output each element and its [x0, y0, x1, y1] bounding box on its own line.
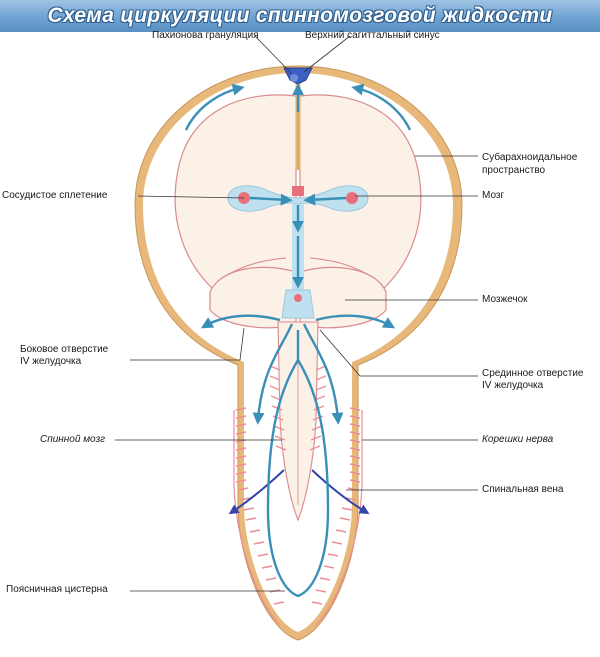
label-arachnoid-granulation: Пахионова грануляция	[152, 30, 259, 41]
choroid-plexus-third	[292, 186, 304, 196]
label-median-aperture-line2: IV желудочка	[482, 380, 544, 391]
nerve-roots-left	[233, 407, 285, 626]
title-bar	[0, 0, 600, 32]
label-lateral-aperture-line2: IV желудочка	[20, 356, 82, 367]
label-lateral-aperture-line1: Боковое отверстие	[20, 344, 109, 355]
label-nerve-roots: Корешки нерва	[482, 434, 554, 445]
spinal-vein-left	[228, 469, 285, 515]
choroid-plexus-fourth	[294, 294, 302, 302]
label-lumbar-cistern: Поясничная цистерна	[6, 584, 108, 595]
label-cerebellum: Мозжечок	[482, 294, 528, 305]
csf-flow-arrows	[184, 83, 412, 598]
nerve-roots-right	[311, 407, 363, 626]
leader-lines	[115, 35, 478, 592]
diagram-title: Схема циркуляции спинномозговой жидкости	[47, 4, 553, 27]
lateral-ventricles	[227, 185, 369, 212]
label-subarachnoid-space-line1: Субарахноидальное	[482, 152, 578, 163]
fourth-ventricle	[281, 289, 315, 319]
arachnoid-granulation	[290, 74, 298, 82]
label-spinal-vein: Спинальная вена	[482, 484, 564, 495]
label-superior-sagittal-sinus: Верхний сагиттальный синус	[305, 30, 440, 41]
label-median-aperture-line1: Срединное отверстие	[482, 368, 584, 379]
spinal-vein-right	[311, 469, 370, 515]
label-spinal-cord: Спинной мозг	[40, 434, 106, 445]
choroid-plexus-right	[346, 192, 358, 204]
label-subarachnoid-space-line2: пространство	[482, 165, 546, 176]
label-brain: Мозг	[482, 190, 505, 201]
label-choroid-plexus: Сосудистое сплетение	[2, 190, 108, 201]
